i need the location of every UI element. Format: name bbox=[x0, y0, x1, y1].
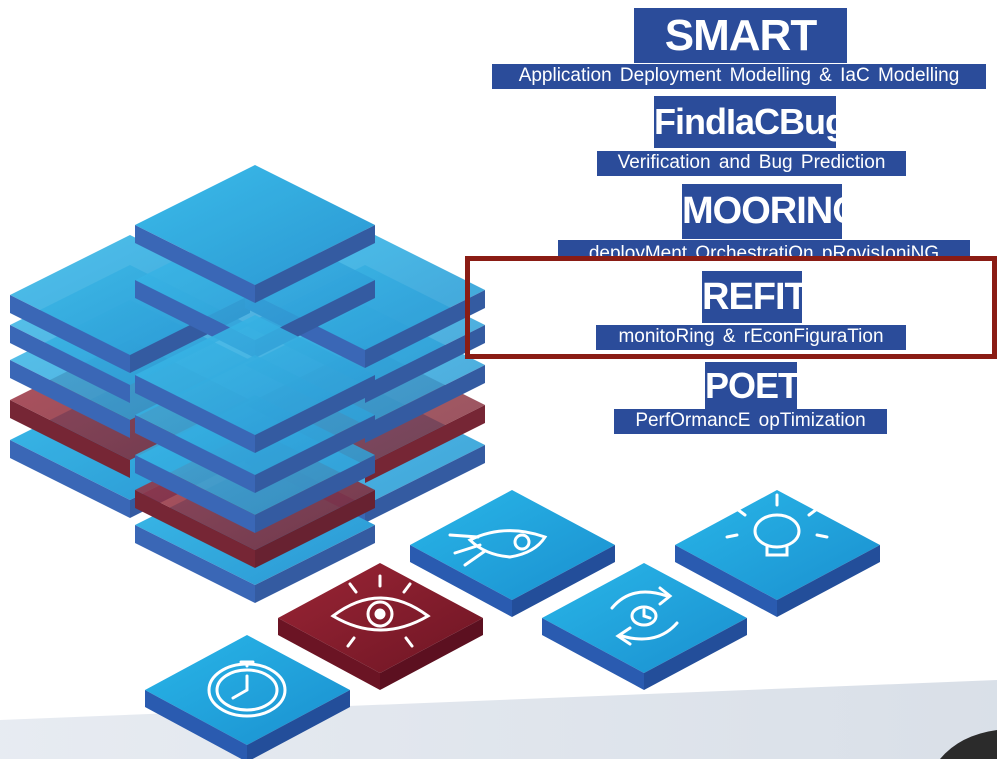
tool-title-smart-ide: SMART IDE bbox=[634, 8, 847, 115]
eye-tile bbox=[278, 563, 483, 690]
floor-dark-corner bbox=[940, 730, 997, 759]
tool-subtitle-poet: PerfOrmancE opTimization bbox=[614, 409, 887, 434]
refresh-icon bbox=[610, 586, 679, 646]
tool-title-findiacbug: FindIaCBug bbox=[654, 96, 847, 148]
server-stack bbox=[10, 165, 485, 603]
tool-subtitle-findiacbug: Verification and Bug Prediction bbox=[597, 151, 906, 176]
stopwatch-tile bbox=[145, 635, 350, 759]
highlight-frame bbox=[465, 256, 997, 359]
lightbulb-icon bbox=[725, 493, 829, 557]
rocket-icon bbox=[448, 529, 548, 567]
rocket-tile bbox=[410, 490, 615, 617]
eye-icon bbox=[330, 574, 431, 648]
refresh-tile bbox=[542, 563, 747, 690]
tool-subtitle-refit: monitoRing & rEconFiguraTion bbox=[596, 325, 906, 350]
tool-title-refit: REFIT bbox=[702, 271, 808, 323]
tool-subtitle-smart-ide: Application Deployment Modelling & IaC M… bbox=[492, 64, 986, 89]
lightbulb-tile bbox=[675, 490, 880, 617]
tool-title-mooring: MOORING bbox=[682, 184, 862, 239]
tool-title-poet: POET bbox=[705, 362, 800, 410]
stack-layer bbox=[135, 315, 375, 453]
tool-subtitle-mooring: deployMent OrchestratiOn pRovisIoniNG bbox=[558, 240, 970, 258]
stopwatch-icon bbox=[207, 660, 287, 718]
stack-layer bbox=[135, 165, 375, 303]
